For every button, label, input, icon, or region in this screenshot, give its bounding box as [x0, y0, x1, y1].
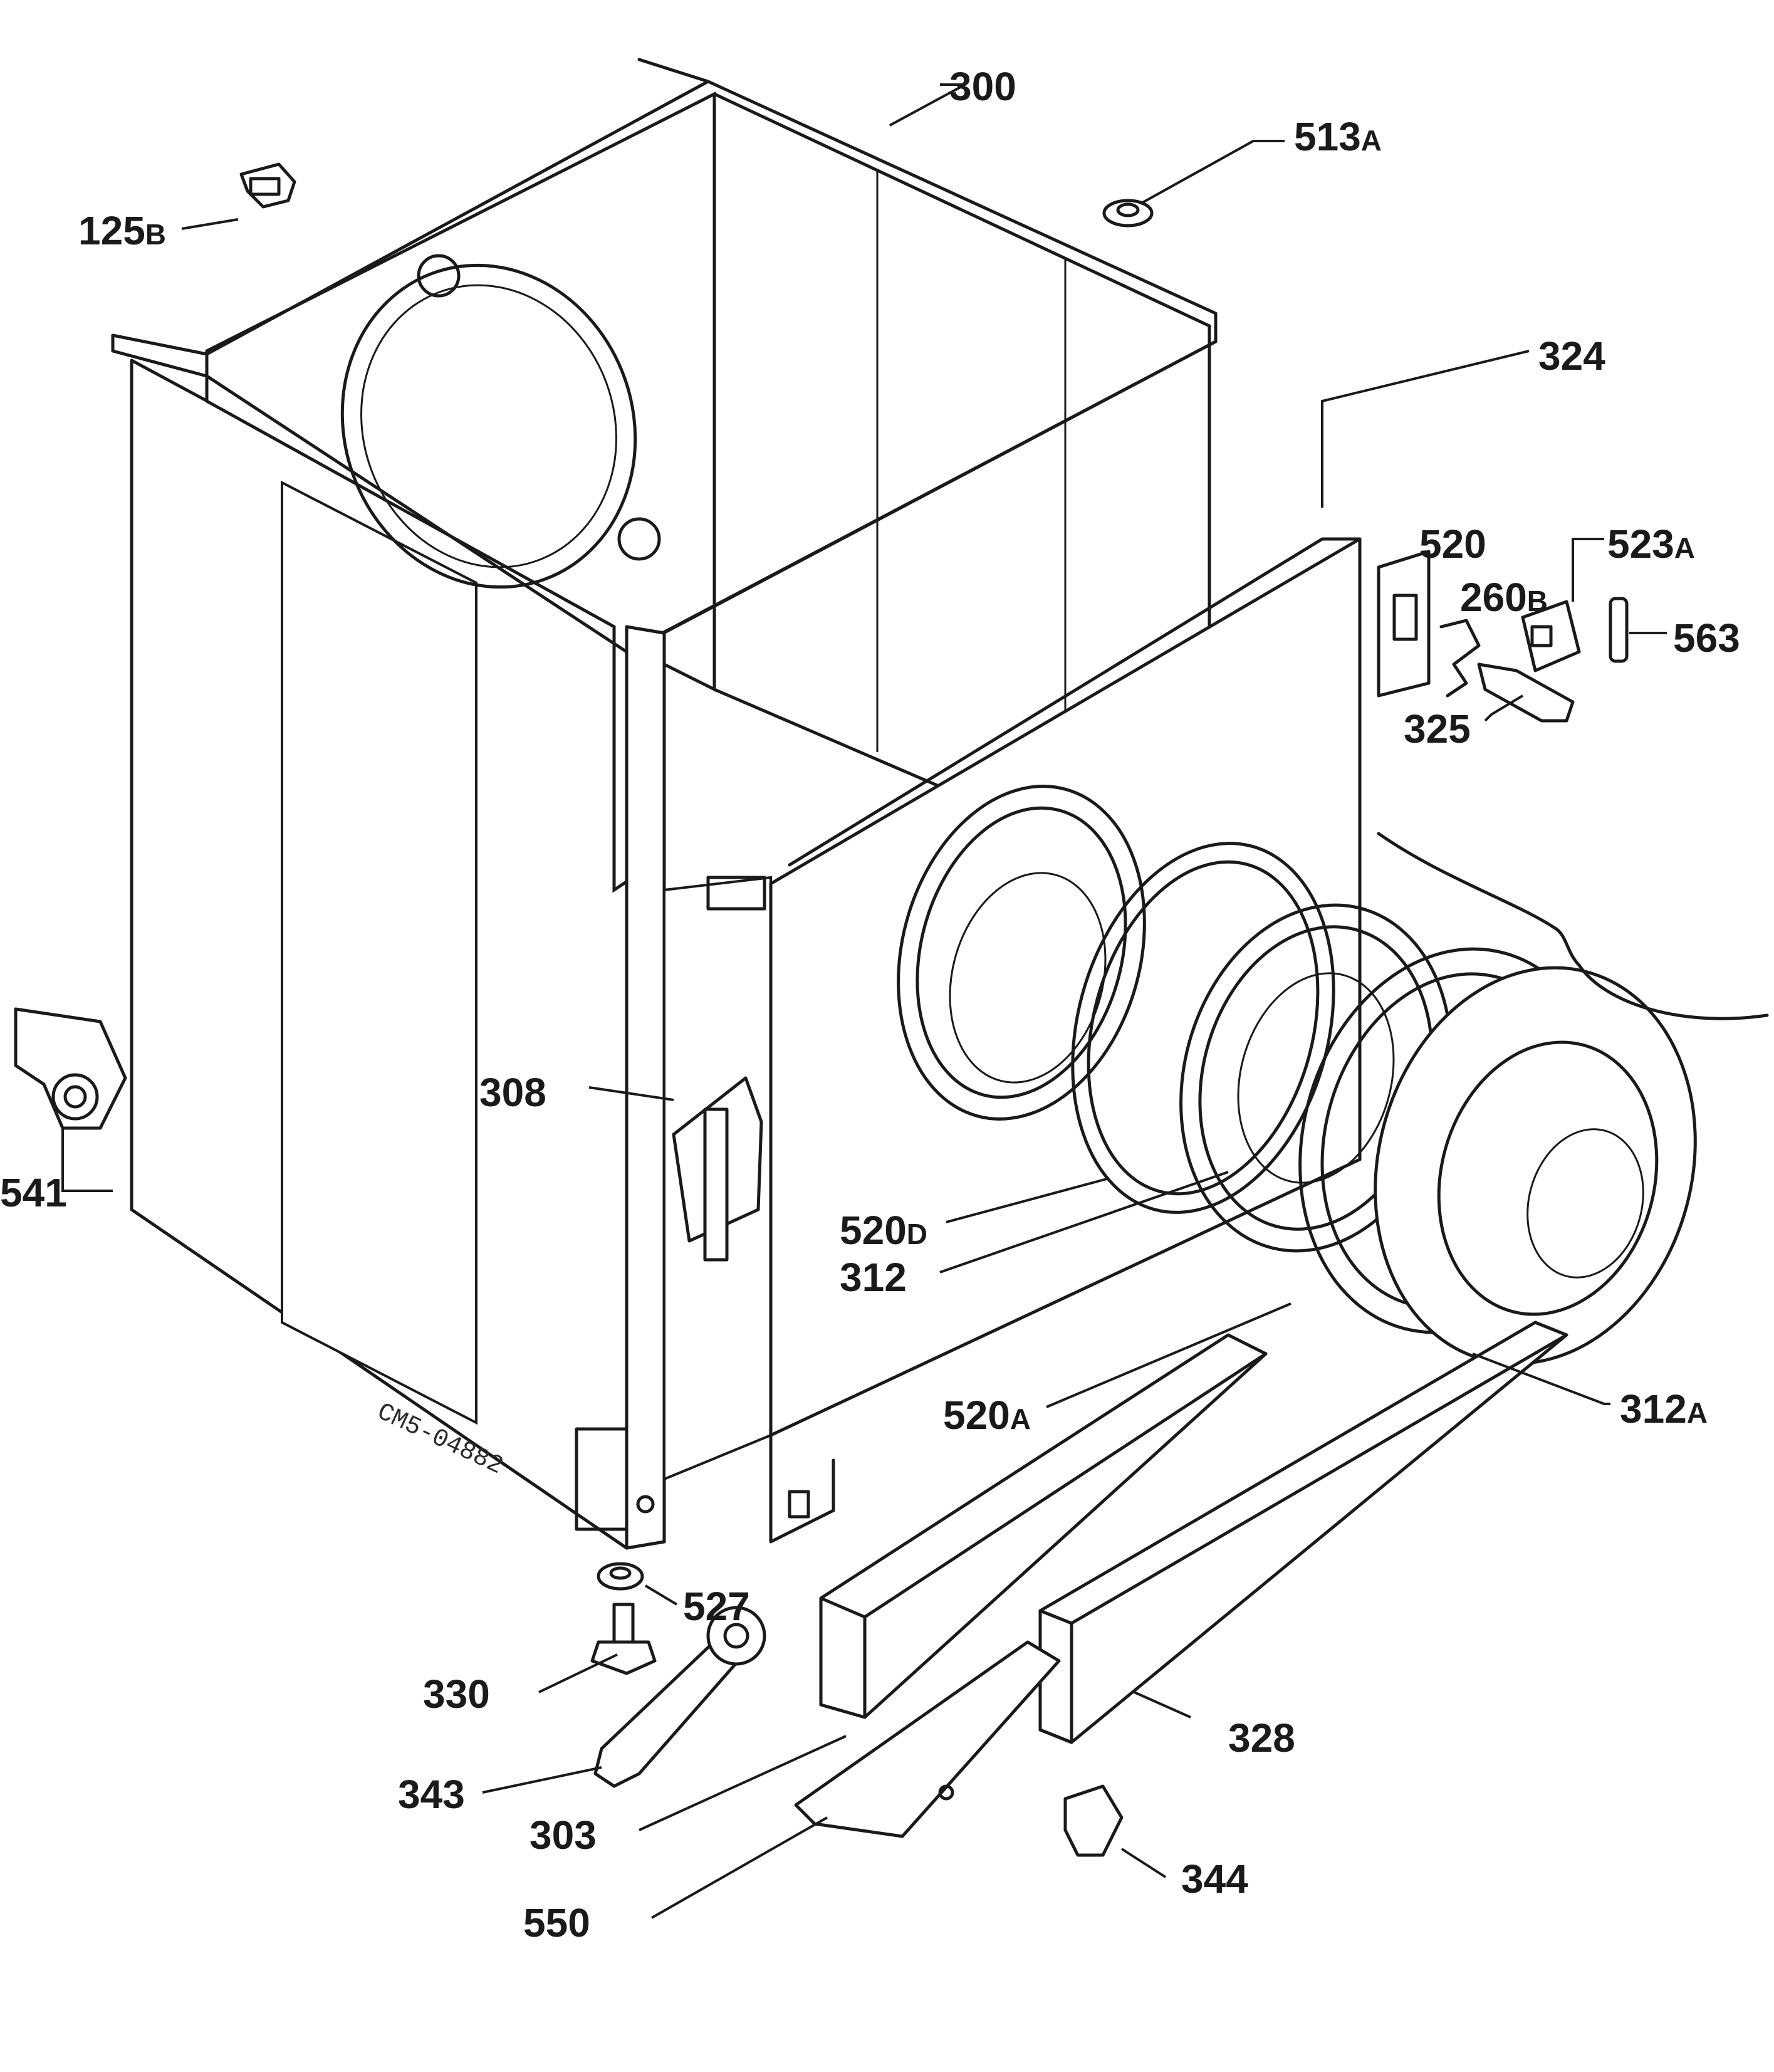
label-513a: 513A — [1294, 114, 1382, 159]
lock-plate-520 — [1377, 550, 1431, 698]
label-303: 303 — [530, 1813, 597, 1858]
label-344: 344 — [1181, 1856, 1248, 1902]
label-563: 563 — [1673, 615, 1740, 661]
plinth-cover-328 — [1038, 1321, 1568, 1744]
label-550: 550 — [523, 1900, 590, 1945]
label-520d: 520D — [840, 1208, 927, 1253]
label-324: 324 — [1538, 333, 1605, 379]
front-panel-plate — [769, 537, 1362, 1437]
label-312: 312 — [840, 1255, 907, 1300]
label-523a: 523A — [1607, 521, 1695, 567]
label-125b: 125B — [78, 208, 166, 253]
spring-260b — [1439, 619, 1481, 698]
label-328: 328 — [1228, 1715, 1295, 1761]
cabinet-left-panel-highlight — [281, 480, 477, 1425]
plinth-bracket-550 — [794, 1640, 1061, 1838]
nut-527 — [597, 1562, 644, 1591]
cabinet-front-upright — [625, 625, 666, 1550]
leader-lines — [61, 83, 1667, 1919]
label-308: 308 — [479, 1070, 546, 1115]
pin-563 — [1609, 597, 1629, 663]
foot-330 — [590, 1603, 657, 1675]
door-312a — [1374, 966, 1697, 1366]
lever-325 — [1477, 662, 1575, 723]
door-opening — [897, 785, 1146, 1121]
label-520: 520 — [1419, 521, 1486, 567]
label-260b: 260B — [1460, 575, 1548, 620]
wrench-343 — [593, 1606, 766, 1788]
bracket-541 — [14, 1007, 127, 1130]
label-325: 325 — [1404, 706, 1471, 751]
switch-523a — [1521, 600, 1581, 672]
label-520a: 520A — [943, 1393, 1031, 1438]
front-panel — [672, 537, 1362, 1544]
label-312a: 312A — [1620, 1386, 1708, 1431]
door-hinge-308 — [672, 1076, 763, 1262]
label-527: 527 — [683, 1584, 750, 1629]
label-300: 300 — [949, 64, 1016, 109]
label-343: 343 — [398, 1772, 465, 1817]
catch-344 — [1063, 1784, 1124, 1857]
cap-513a — [1102, 199, 1154, 228]
label-541: 541 — [0, 1170, 67, 1215]
cabinet — [111, 58, 1218, 1550]
plinth-assembly — [794, 1321, 1568, 1838]
rear-drum-opening — [340, 263, 637, 589]
label-330: 330 — [423, 1672, 490, 1717]
clip-125b — [239, 162, 296, 209]
